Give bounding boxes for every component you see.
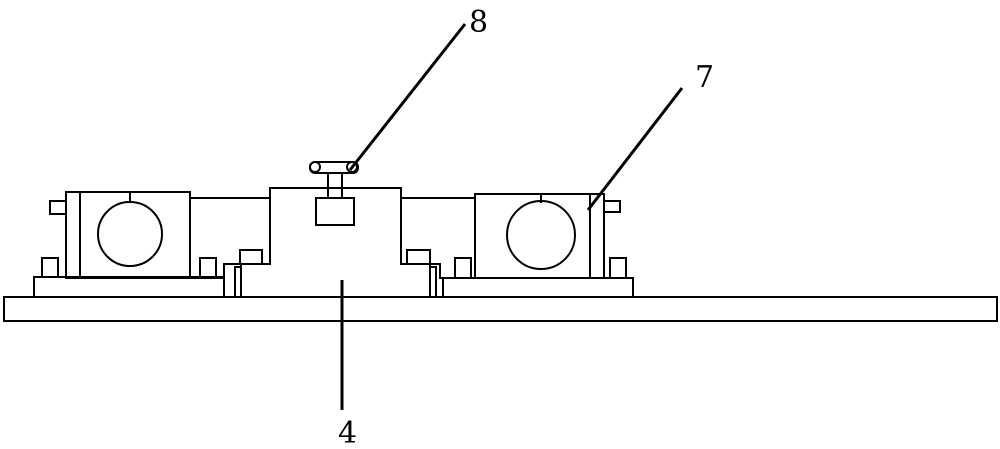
leader-line-7 — [588, 88, 682, 210]
callout-8: 8 — [469, 5, 488, 40]
base-plate — [4, 297, 997, 321]
left-bearing-block — [66, 192, 190, 278]
handle-assembly — [310, 162, 358, 225]
right-bearing-block — [475, 194, 604, 278]
right-bracket — [401, 198, 475, 278]
callout-7: 7 — [695, 60, 714, 95]
callout-4: 4 — [338, 416, 357, 449]
left-side-tab — [50, 201, 66, 214]
left-bracket — [190, 198, 270, 278]
right-side-tab — [604, 201, 620, 212]
leader-line-8 — [350, 24, 465, 170]
central-block — [235, 188, 436, 297]
